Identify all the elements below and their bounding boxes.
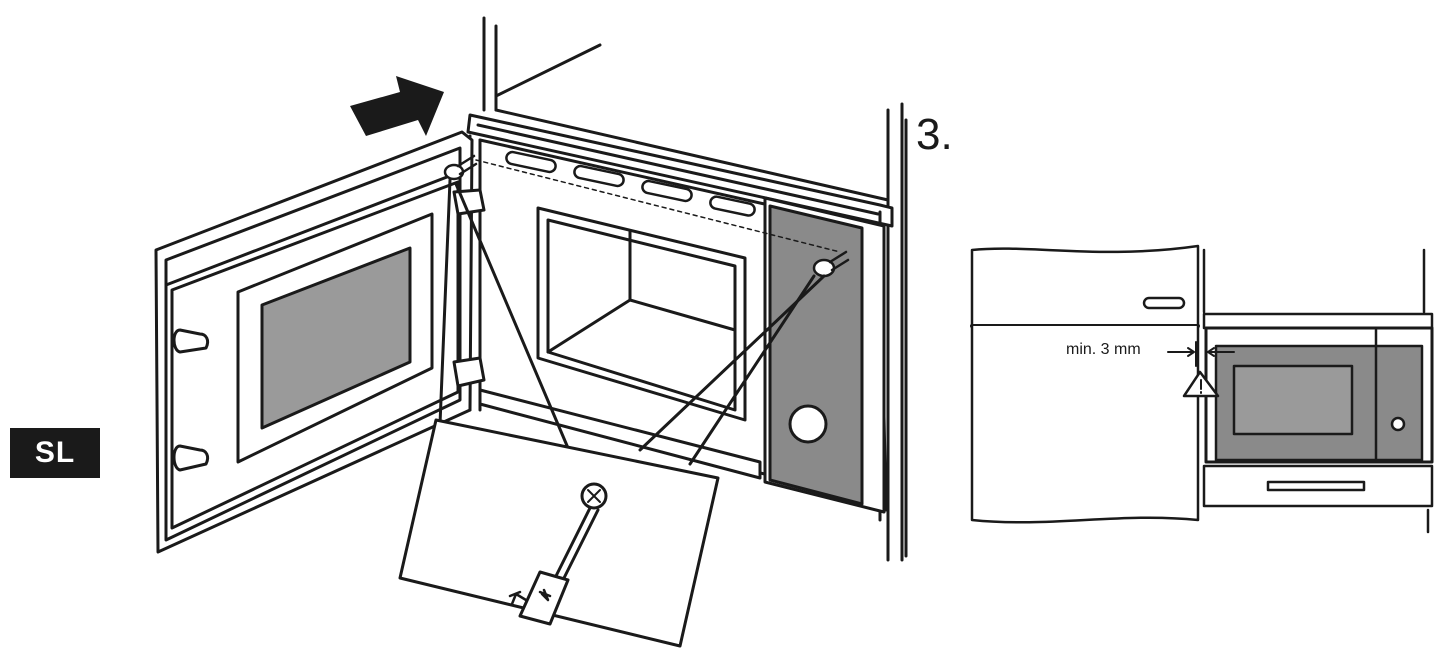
control-knob <box>788 404 828 444</box>
control-panel <box>763 196 886 514</box>
screwdriver-icon <box>518 482 608 626</box>
arrow-right-icon <box>350 76 444 136</box>
warning-triangle-icon <box>1182 370 1220 398</box>
rotate-arrows-icon <box>508 588 552 606</box>
gap-detail <box>970 244 1434 534</box>
screwdriver-callout <box>398 178 826 648</box>
microwave-door <box>154 130 486 554</box>
screw-icon <box>443 154 478 181</box>
screw-icon <box>812 250 850 278</box>
step-number: 3. <box>916 110 953 159</box>
vent-slots <box>505 150 756 217</box>
language-badge: SL <box>10 428 100 478</box>
gap-label: min. 3 mm <box>1066 341 1141 358</box>
